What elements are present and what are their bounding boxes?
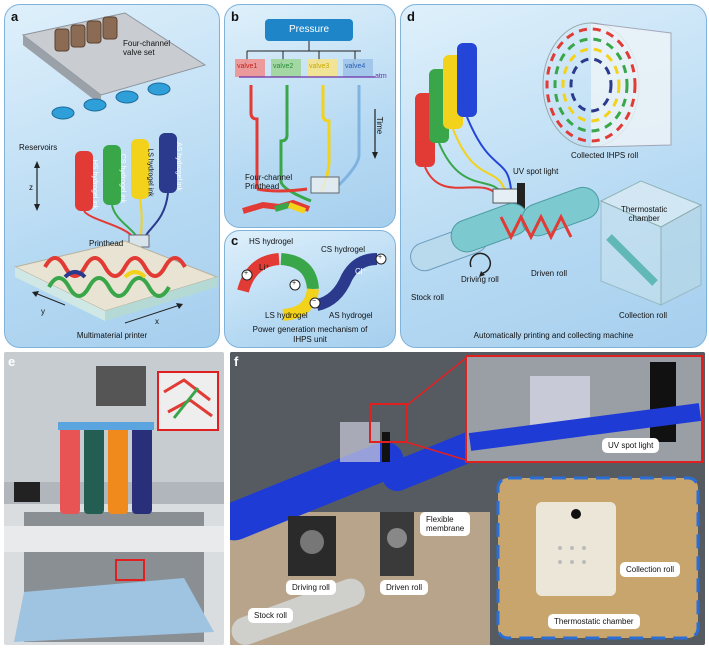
ink-label-cs: CS hydrogel ink bbox=[119, 153, 127, 204]
ink-label-ls: LS hydrogel ink bbox=[146, 148, 154, 197]
plus-sign-2: + bbox=[292, 280, 297, 287]
valve-label-3: valve3 bbox=[309, 63, 330, 70]
axis-y-label: y bbox=[41, 307, 45, 316]
uv-spot-light-callout: UV spot light bbox=[602, 438, 660, 453]
panel-a-label: a bbox=[11, 9, 19, 24]
panel-c-drawing bbox=[237, 253, 387, 321]
atm-label: atm bbox=[375, 73, 387, 80]
panel-d: d Collected IHPS roll UV spot light Ther… bbox=[400, 4, 707, 348]
panel-d-label: d bbox=[407, 9, 415, 24]
axis-x-label: x bbox=[155, 317, 159, 326]
panel-a: a Four-channel valve set Reservoirs HS h… bbox=[4, 4, 220, 348]
as-hydrogel-label: AS hydrogel bbox=[329, 311, 373, 320]
ls-hydrogel-label: LS hydrogel bbox=[265, 311, 308, 320]
thermostatic-chamber-label-d: Thermostatic chamber bbox=[621, 205, 668, 223]
valve-label-1: valve1 bbox=[237, 63, 258, 70]
panel-c-caption: Power generation mechanism of IHPS unit bbox=[252, 325, 368, 344]
panel-f-label: f bbox=[234, 354, 239, 369]
li-ion-label: Li⁺ bbox=[259, 263, 270, 272]
time-label: Time bbox=[375, 116, 385, 135]
panel-e-label: e bbox=[8, 354, 16, 369]
plus-sign-1: + bbox=[244, 270, 249, 277]
pressure-label: Pressure bbox=[288, 24, 329, 35]
panel-b-label: b bbox=[231, 9, 239, 24]
thermostatic-chamber-callout: Thermostatic chamber bbox=[548, 614, 640, 629]
panel-d-caption: Automatically printing and collecting ma… bbox=[473, 331, 634, 340]
ink-label-hs: HS hydrogel ink bbox=[91, 159, 99, 210]
stock-roll-callout: Stock roll bbox=[248, 608, 293, 623]
panel-f: f UV spot light Flexible membrane Drivin… bbox=[230, 352, 705, 645]
uv-spot-light-label-d: UV spot light bbox=[513, 167, 559, 176]
driven-roll-callout: Driven roll bbox=[380, 580, 429, 595]
plus-sign-3: + bbox=[378, 254, 383, 261]
panel-c-label: c bbox=[231, 233, 239, 248]
axis-z-label: z bbox=[29, 183, 33, 192]
collected-roll-label: Collected IHPS roll bbox=[571, 151, 639, 160]
panel-f-photo bbox=[230, 352, 705, 645]
four-channel-printhead-label: Four-channel Printhead bbox=[245, 173, 293, 191]
panel-b-drawing bbox=[235, 19, 378, 214]
cs-hydrogel-label: CS hydrogel bbox=[321, 245, 366, 254]
panel-c: c HS hydrogel CS hydrogel LS hydrogel AS… bbox=[224, 230, 396, 348]
cl-ion-label: Cl⁻ bbox=[355, 267, 367, 276]
ink-label-as: AS hydrogel ink bbox=[175, 141, 183, 192]
valve-label-2: valve2 bbox=[273, 63, 294, 70]
panel-a-caption: Multimaterial printer bbox=[76, 331, 148, 340]
panel-e: e bbox=[4, 352, 224, 645]
panel-a-drawing bbox=[13, 12, 219, 324]
valve-label-4: valve4 bbox=[345, 63, 366, 70]
driving-roll-label-d: Driving roll bbox=[461, 275, 499, 284]
panel-b: b Pressure valve1 valve2 valve3 valve4 a… bbox=[224, 4, 396, 228]
flexible-membrane-callout: Flexible membrane bbox=[420, 512, 471, 536]
printhead-label: Printhead bbox=[89, 239, 124, 248]
driven-roll-label-d: Driven roll bbox=[531, 269, 568, 278]
panel-e-photo bbox=[4, 352, 224, 642]
minus-sign-1: − bbox=[312, 298, 317, 305]
driving-roll-callout: Driving roll bbox=[286, 580, 336, 595]
reservoirs-label: Reservoirs bbox=[19, 143, 58, 152]
hs-hydrogel-label: HS hydrogel bbox=[249, 237, 294, 246]
stock-roll-label-d: Stock roll bbox=[411, 293, 444, 302]
collection-roll-label-d: Collection roll bbox=[619, 311, 668, 320]
panel-d-drawing bbox=[410, 22, 703, 306]
collection-roll-callout: Collection roll bbox=[620, 562, 681, 577]
valve-set-label: Four-channel valve set bbox=[123, 39, 171, 57]
